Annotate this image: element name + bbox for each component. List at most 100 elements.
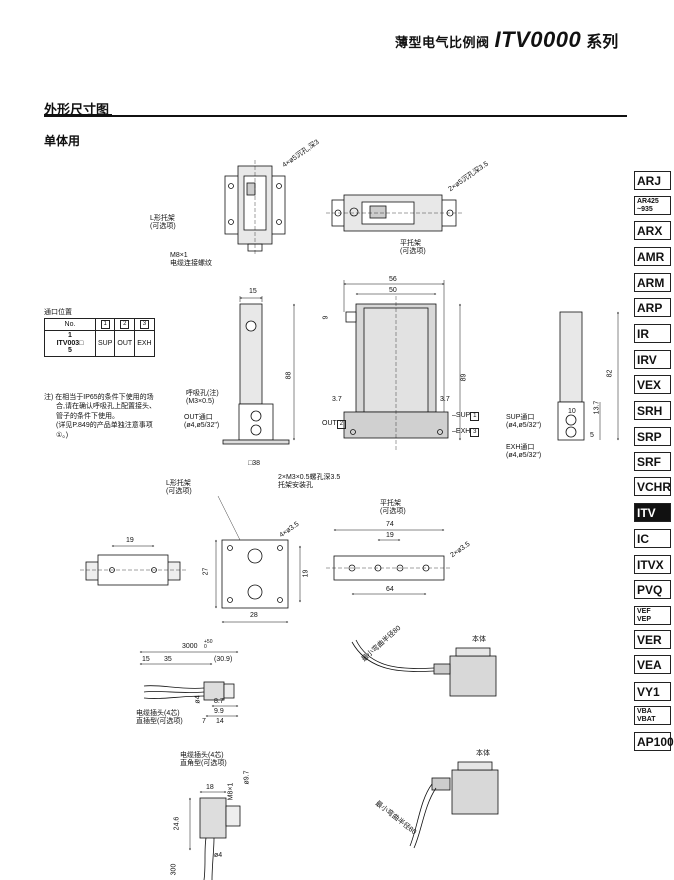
side-view-left xyxy=(222,296,295,445)
port-table: No. 1 2 3 1 ITV003□ 5 SUP OUT EXH xyxy=(44,318,155,358)
nav-tab-vchr[interactable]: VCHR xyxy=(634,477,671,496)
nav-tab-ver[interactable]: VER xyxy=(634,630,671,649)
dim-3000: 3000 xyxy=(182,643,198,650)
dim-3000-tol: +50 0 xyxy=(204,639,213,650)
nav-tab-itv[interactable]: ITV xyxy=(634,503,671,522)
flat-bracket-detail xyxy=(326,529,452,595)
dim-3-7a: 3.7 xyxy=(332,396,342,403)
nav-tab-ic[interactable]: IC xyxy=(634,529,671,548)
label-flat-bracket-1: 平托架(可选项) xyxy=(400,240,426,256)
port-table-title: 通口位置 xyxy=(44,309,72,316)
label-out-port: OUT通口(ø4,ø5/32") xyxy=(184,414,220,430)
dim-9: 9 xyxy=(322,315,330,320)
dim-9-9: 9.9 xyxy=(214,708,224,715)
dim-28: 28 xyxy=(250,612,258,619)
dim-82: 82 xyxy=(606,369,614,378)
nav-tab-amr[interactable]: AMR xyxy=(634,247,671,266)
dim-4b: ø4 xyxy=(214,852,223,859)
dim-9-7: ø9.7 xyxy=(243,770,251,785)
cable-straight xyxy=(139,651,239,717)
series-prefix: 薄型电气比例阀 xyxy=(395,35,490,50)
dim-19b: 19 xyxy=(302,569,310,578)
section-title: 外形尺寸图 xyxy=(44,102,110,117)
port-table-head-1: 1 xyxy=(100,320,110,329)
series-suffix: 系列 xyxy=(586,34,619,51)
nav-tab-srh[interactable]: SRH xyxy=(634,401,671,420)
nav-tab-ap100[interactable]: AP100 xyxy=(634,732,674,751)
port-table-sup: SUP xyxy=(94,329,116,358)
dim-5: 5 xyxy=(590,432,594,439)
dim-89: 89 xyxy=(460,373,468,382)
label-body-2: 本体 xyxy=(476,750,490,757)
series-model: ITV0000 xyxy=(494,27,582,52)
dim-19c: 19 xyxy=(386,532,394,539)
label-body-1: 本体 xyxy=(472,636,486,643)
nav-tab-arj[interactable]: ARJ xyxy=(634,171,671,190)
page-header: 薄型电气比例阀 ITV0000 系列 xyxy=(395,27,618,53)
dim-18: 18 xyxy=(206,784,214,791)
nav-tab-vex[interactable]: VEX xyxy=(634,375,671,394)
nav-tab-ir[interactable]: IR xyxy=(634,324,671,343)
dim-35: 35 xyxy=(164,656,172,663)
dim-64: 64 xyxy=(386,586,394,593)
dim-m8: M8×1 xyxy=(227,782,235,801)
nav-tab-vba-vbat[interactable]: VBA VBAT xyxy=(634,706,671,725)
cable-right-angle xyxy=(189,791,241,880)
nav-tab-vea[interactable]: VEA xyxy=(634,655,671,674)
dim-56: 56 xyxy=(389,276,397,283)
dim-30-9: (30.9) xyxy=(214,656,233,663)
l-bracket-front xyxy=(215,495,301,623)
label-cable-straight: 电缆插头(4芯)直插型(可选项) xyxy=(136,710,183,726)
dim-50: 50 xyxy=(389,287,397,294)
dim-15: 15 xyxy=(249,288,257,295)
mounted-right-angle-view xyxy=(409,761,499,849)
port-table-head-3: 3 xyxy=(139,320,149,329)
nav-tab-pvq[interactable]: PVQ xyxy=(634,580,671,599)
nav-tab-itvx[interactable]: ITVX xyxy=(634,555,671,574)
dim-300: 300 xyxy=(170,863,178,876)
dim-14: 14 xyxy=(216,718,224,725)
label-l-bracket-2: L形托架(可选项) xyxy=(166,480,192,496)
dim-7: 7 xyxy=(202,718,206,725)
port-table-out: OUT xyxy=(114,329,136,358)
nav-tab-vy1[interactable]: VY1 xyxy=(634,682,671,701)
nav-tab-irv[interactable]: IRV xyxy=(634,350,671,369)
label-sup-port: SUP通口(ø4,ø5/32") xyxy=(506,414,542,430)
top-view-flat-bracket xyxy=(326,194,462,232)
l-bracket-detail xyxy=(80,545,186,586)
nav-tab-arp[interactable]: ARP xyxy=(634,298,671,317)
dim-4a: ø4 xyxy=(194,695,202,704)
port-table-head-no: No. xyxy=(44,318,96,331)
nav-tab-srf[interactable]: SRF xyxy=(634,452,671,471)
port-table-exh: EXH xyxy=(134,329,155,358)
label-cable-right-angle: 电缆插头(4芯)直角型(可选项) xyxy=(180,752,227,768)
section-rule xyxy=(44,115,627,117)
nav-tab-srp[interactable]: SRP xyxy=(634,427,671,446)
nav-tab-arm[interactable]: ARM xyxy=(634,273,671,292)
label-exh-port: EXH通口(ø4,ø5/32") xyxy=(506,444,542,460)
dim-8-7: 8.7 xyxy=(214,698,224,705)
section-rule-accent xyxy=(44,114,112,117)
mounted-straight-view xyxy=(351,639,497,697)
ip65-note: 注) 在相当于IP65的条件下使用的场 合,请在确认呼吸孔上配置接头、 管子的条… xyxy=(44,394,156,439)
dim-24-6: 24.6 xyxy=(173,816,181,831)
dim-3-7b: 3.7 xyxy=(440,396,450,403)
port-table-head-2: 2 xyxy=(120,320,130,329)
label-flat-bracket-2: 平托架(可选项) xyxy=(380,500,406,516)
nav-tab-arx[interactable]: ARX xyxy=(634,221,671,240)
section-subtitle: 单体用 xyxy=(44,134,81,148)
dim-15b: 15 xyxy=(142,656,150,663)
port-table-model: 1 ITV003□ 5 xyxy=(44,329,96,358)
label-breather: 呼吸孔(注)(M3×0.5) xyxy=(186,390,219,406)
nav-tab-ar425-935[interactable]: AR425 ~935 xyxy=(634,196,671,215)
side-view-right xyxy=(557,311,619,441)
dim-74: 74 xyxy=(386,521,394,528)
dim-13-7: 13.7 xyxy=(593,400,601,415)
front-view xyxy=(343,280,461,450)
nav-tab-vef-vep[interactable]: VEF VEP xyxy=(634,606,671,625)
